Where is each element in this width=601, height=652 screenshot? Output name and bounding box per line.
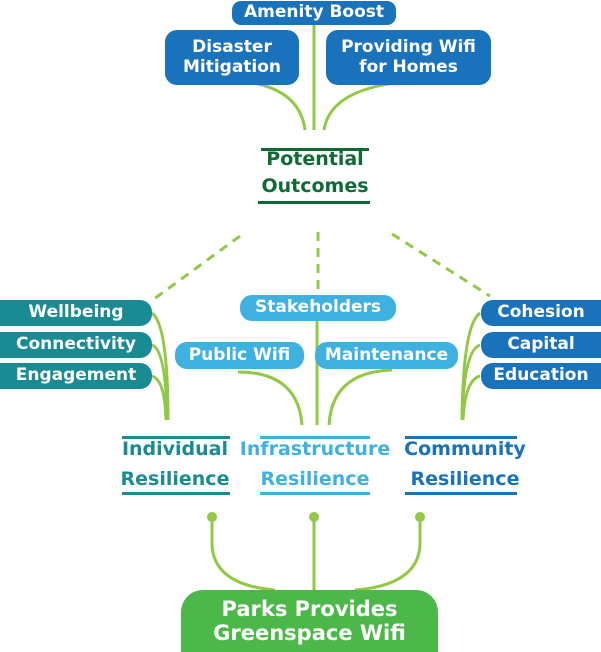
public-wifi-label: Public Wifi bbox=[188, 344, 291, 365]
individual-title-line1: Individual bbox=[121, 438, 229, 460]
potential-outcomes-bottom-bar bbox=[258, 201, 370, 204]
potential-outcomes-line2: Outcomes bbox=[261, 175, 369, 197]
potential-outcomes-top-bar bbox=[261, 148, 369, 151]
connector-maintenance bbox=[327, 368, 393, 426]
disaster-mitigation-line1: Disaster bbox=[192, 36, 272, 57]
infrastructure-bottom-bar bbox=[260, 492, 370, 495]
connector-public-wifi bbox=[237, 370, 304, 426]
infrastructure-title-line2: Resilience bbox=[260, 468, 370, 490]
individual-title-line2: Resilience bbox=[120, 468, 230, 490]
root-line2: Greenspace Wifi bbox=[213, 621, 406, 645]
connector-dashed-right bbox=[391, 232, 491, 298]
cohesion-label: Cohesion bbox=[497, 302, 585, 323]
potential-outcomes-line1: Potential bbox=[266, 148, 364, 170]
dot-community bbox=[415, 512, 425, 522]
dot-individual bbox=[207, 512, 217, 522]
maintenance-label: Maintenance bbox=[324, 344, 449, 365]
education-label: Education bbox=[493, 365, 589, 386]
community-title-line1: Community bbox=[404, 438, 526, 460]
connector-capital bbox=[460, 343, 481, 421]
stakeholders-box: Stakeholders bbox=[240, 295, 396, 321]
dot-infrastructure bbox=[309, 512, 319, 522]
wellbeing-box: Wellbeing bbox=[0, 300, 152, 326]
providing-wifi-line2: for Homes bbox=[359, 56, 458, 77]
amenity-boost-box: Amenity Boost bbox=[232, 1, 396, 25]
connectivity-label: Connectivity bbox=[15, 334, 137, 355]
infrastructure-top-bar bbox=[260, 436, 370, 439]
potential-outcomes-title: Potential Outcomes bbox=[240, 146, 390, 200]
connector-root-community bbox=[354, 518, 422, 592]
cohesion-box: Cohesion bbox=[481, 300, 601, 326]
connector-engagement bbox=[151, 374, 168, 421]
connector-dashed-left bbox=[149, 234, 241, 304]
disaster-mitigation-line2: Mitigation bbox=[182, 56, 282, 77]
connectivity-box: Connectivity bbox=[0, 332, 152, 358]
community-resilience-title: Community Resilience bbox=[398, 434, 532, 494]
root-box: Parks Provides Greenspace Wifi bbox=[181, 590, 438, 652]
connector-disaster bbox=[247, 80, 307, 131]
wellbeing-label: Wellbeing bbox=[28, 302, 124, 323]
infrastructure-title-line1: Infrastructure bbox=[239, 438, 391, 460]
providing-wifi-line1: Providing Wifi bbox=[341, 36, 476, 57]
amenity-boost-label: Amenity Boost bbox=[243, 2, 385, 23]
public-wifi-box: Public Wifi bbox=[175, 342, 304, 369]
stakeholders-label: Stakeholders bbox=[254, 297, 382, 318]
education-box: Education bbox=[481, 363, 601, 389]
connector-wifi-homes bbox=[322, 80, 403, 131]
infrastructure-resilience-title: Infrastructure Resilience bbox=[236, 434, 394, 494]
capital-label: Capital bbox=[507, 334, 575, 355]
connector-education bbox=[461, 374, 481, 421]
disaster-mitigation-box: Disaster Mitigation bbox=[165, 30, 299, 85]
community-bottom-bar bbox=[405, 492, 517, 495]
community-title-line2: Resilience bbox=[410, 468, 520, 490]
providing-wifi-box: Providing Wifi for Homes bbox=[326, 30, 491, 85]
individual-resilience-title: Individual Resilience bbox=[112, 434, 238, 494]
engagement-box: Engagement bbox=[0, 363, 152, 389]
root-line1: Parks Provides bbox=[221, 596, 398, 621]
individual-bottom-bar bbox=[122, 492, 230, 495]
capital-box: Capital bbox=[481, 332, 601, 358]
engagement-label: Engagement bbox=[15, 365, 137, 386]
community-top-bar bbox=[405, 436, 517, 439]
individual-top-bar bbox=[122, 436, 230, 439]
connector-root-individual bbox=[210, 518, 276, 592]
maintenance-box: Maintenance bbox=[315, 342, 458, 369]
